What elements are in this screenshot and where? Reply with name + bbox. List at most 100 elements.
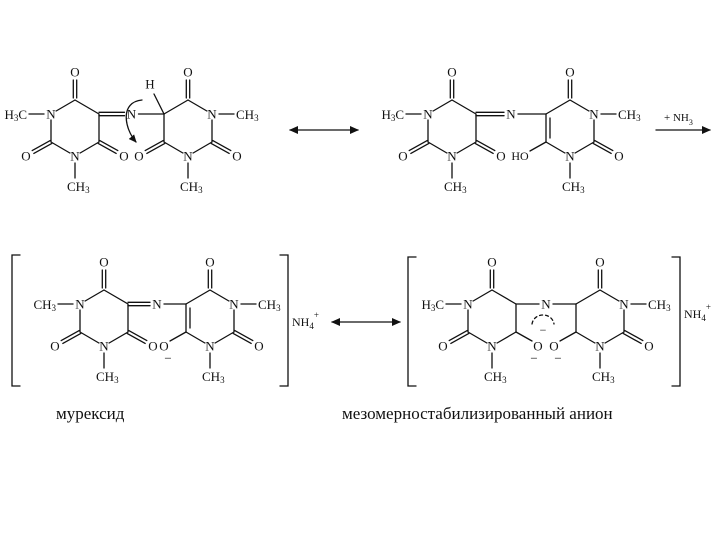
ring-bond: [604, 331, 625, 344]
ring-bond: [74, 99, 100, 115]
methyl-subscript: 3: [431, 303, 436, 313]
methyl-subscript: 3: [391, 113, 396, 123]
n-methyl-label: CH3: [33, 297, 56, 314]
caption-murexide: мурексид: [56, 404, 125, 423]
nitrogen-label: N: [447, 149, 457, 164]
methyl-subscript: 3: [85, 185, 90, 195]
oxygen-label: O: [232, 149, 241, 164]
methyl-subscript: 3: [610, 375, 615, 385]
n-methyl-label: CH3: [180, 179, 203, 196]
oxygen-label: O: [487, 255, 496, 270]
methyl-c-label: CH: [202, 369, 220, 384]
ring-bond: [185, 331, 206, 344]
negative-charge: −: [164, 351, 171, 366]
carbonyl-bond: [476, 139, 496, 152]
methyl-c-label: CH: [33, 297, 51, 312]
ammonium-subscript: 4: [309, 321, 314, 331]
carbonyl-bond: [126, 332, 146, 345]
carbonyl-bond: [592, 142, 612, 155]
carbonyl-bond: [448, 329, 468, 342]
methyl-subscript: 3: [666, 303, 671, 313]
methyl-c-label: C: [18, 107, 27, 122]
n-methyl-label: CH3: [96, 369, 119, 386]
carbonyl-bond: [31, 139, 51, 152]
ring-bond: [569, 99, 590, 112]
murexide-bracket-close: [279, 254, 289, 387]
nitrogen-label: N: [75, 297, 85, 312]
n-methyl-label: H3C: [421, 297, 444, 314]
carbonyl-bond: [408, 139, 428, 152]
oxide-label: O: [533, 339, 542, 354]
delocalized-charge-label: −: [540, 323, 547, 337]
methyl-subscript: 3: [52, 303, 57, 313]
n-methyl-label: CH3: [67, 179, 90, 196]
methyl-c-label: CH: [648, 297, 666, 312]
bridge-nitrogen-label: N: [506, 107, 516, 122]
methyl-h-label: H: [421, 297, 430, 312]
n-methyl-label: CH3: [484, 369, 507, 386]
nitrogen-label: N: [589, 107, 599, 122]
carbonyl-bond: [622, 332, 642, 345]
methyl-c-label: CH: [236, 107, 254, 122]
carbonyl-bond: [99, 139, 119, 152]
methyl-subscript: 3: [462, 185, 467, 195]
oxygen-label: O: [398, 149, 407, 164]
methyl-subscript: 3: [276, 303, 281, 313]
ring-bond: [163, 99, 189, 115]
ring-bond: [491, 289, 517, 305]
oxygen-label: O: [644, 339, 653, 354]
oxide-bond: [515, 331, 533, 342]
negative-charge: −: [554, 351, 561, 366]
carbonyl-bond: [624, 329, 644, 342]
nitrogen-label: N: [99, 339, 109, 354]
methyl-c-label: C: [435, 297, 444, 312]
methyl-c-label: CH: [444, 179, 462, 194]
ring-bond: [84, 289, 105, 302]
methyl-c-label: CH: [592, 369, 610, 384]
anion-bracket-open: [407, 256, 417, 387]
negative-charge: −: [530, 351, 537, 366]
carbonyl-bond: [594, 139, 614, 152]
oxygen-label: O: [50, 339, 59, 354]
ammonium-counterion: NH4+: [292, 310, 319, 331]
methyl-subscript: 3: [198, 185, 203, 195]
methyl-c-label: C: [395, 107, 404, 122]
ring-bond: [456, 141, 477, 154]
bridge-nitrogen-label: N: [152, 297, 162, 312]
reagent-text: + NH: [664, 112, 689, 124]
carbonyl-bond: [234, 329, 254, 342]
oxide-label: O: [159, 339, 168, 354]
oxygen-label: O: [565, 65, 574, 80]
nitrogen-label: N: [205, 339, 215, 354]
methyl-subscript: 3: [14, 113, 19, 123]
delocalized-charge-arc: [531, 314, 555, 325]
carbonyl-bond: [232, 332, 252, 345]
hydroxyl-bond: [529, 141, 547, 152]
murexide-bracket-open: [11, 254, 21, 387]
oxygen-label: O: [205, 255, 214, 270]
ring-bond: [467, 331, 488, 344]
n-methyl-label: CH3: [236, 107, 259, 124]
carbonyl-bond: [33, 142, 53, 155]
methyl-c-label: CH: [67, 179, 85, 194]
oxide-bond: [559, 331, 577, 342]
nitrogen-label: N: [207, 107, 217, 122]
n-methyl-label: CH3: [648, 297, 671, 314]
methyl-c-label: CH: [180, 179, 198, 194]
ring-bond: [192, 141, 213, 154]
n-methyl-label: CH3: [202, 369, 225, 386]
carbonyl-bond: [128, 329, 148, 342]
ammonium-charge: +: [314, 310, 319, 320]
ring-bond: [575, 331, 596, 344]
methyl-c-label: CH: [562, 179, 580, 194]
carbonyl-bond: [146, 142, 166, 155]
carbonyl-bond: [144, 139, 164, 152]
nitrogen-label: N: [229, 297, 239, 312]
n-methyl-label: CH3: [444, 179, 467, 196]
n-methyl-label: H3C: [4, 107, 27, 124]
caption-mesomeric-anion: мезомерностабилизированный анион: [342, 404, 613, 423]
n-methyl-label: CH3: [592, 369, 615, 386]
methyl-h-label: H: [381, 107, 390, 122]
carbonyl-bond: [210, 142, 230, 155]
oxygen-label: O: [496, 149, 505, 164]
